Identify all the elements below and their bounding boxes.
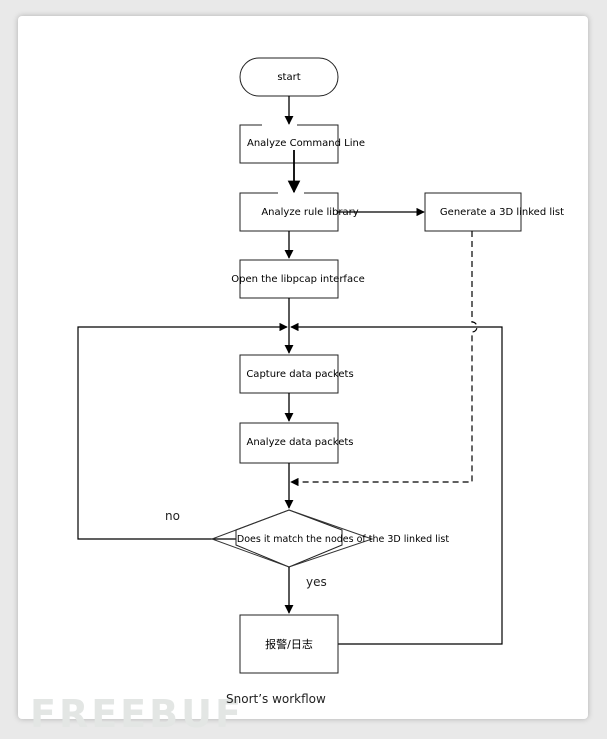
diagram-caption: Snort’s workflow xyxy=(226,692,326,706)
generate-linked-list-label: Generate a 3D linked list xyxy=(440,207,564,218)
alarm-log-label: 报警/日志 xyxy=(265,637,313,651)
dashed-linked-list-line xyxy=(290,231,478,487)
capture-packets-label: Capture data packets xyxy=(246,369,353,380)
open-libpcap-label: Open the libpcap interface xyxy=(231,274,364,285)
open-libpcap-box xyxy=(239,259,339,299)
analyze-packets-label: Analyze data packets xyxy=(247,437,354,448)
no-loop-line xyxy=(77,322,288,540)
no-label: no xyxy=(165,509,180,523)
capture-packets-box xyxy=(239,354,339,394)
analyze-rule-library-label: Analyze rule library xyxy=(261,207,358,218)
decision-label: Does it match the nodes of the 3D linked… xyxy=(237,534,449,545)
analyze-command-line-box xyxy=(239,124,339,164)
freebuf-watermark: FREEBUF xyxy=(30,692,244,736)
alarm-log-box xyxy=(239,614,339,674)
yes-label: yes xyxy=(306,575,327,589)
analyze-command-line-label: Analyze Command Line xyxy=(247,138,365,149)
return-loop-line xyxy=(290,322,503,645)
generate-linked-list-box xyxy=(424,192,522,232)
start-label: start xyxy=(277,72,300,83)
